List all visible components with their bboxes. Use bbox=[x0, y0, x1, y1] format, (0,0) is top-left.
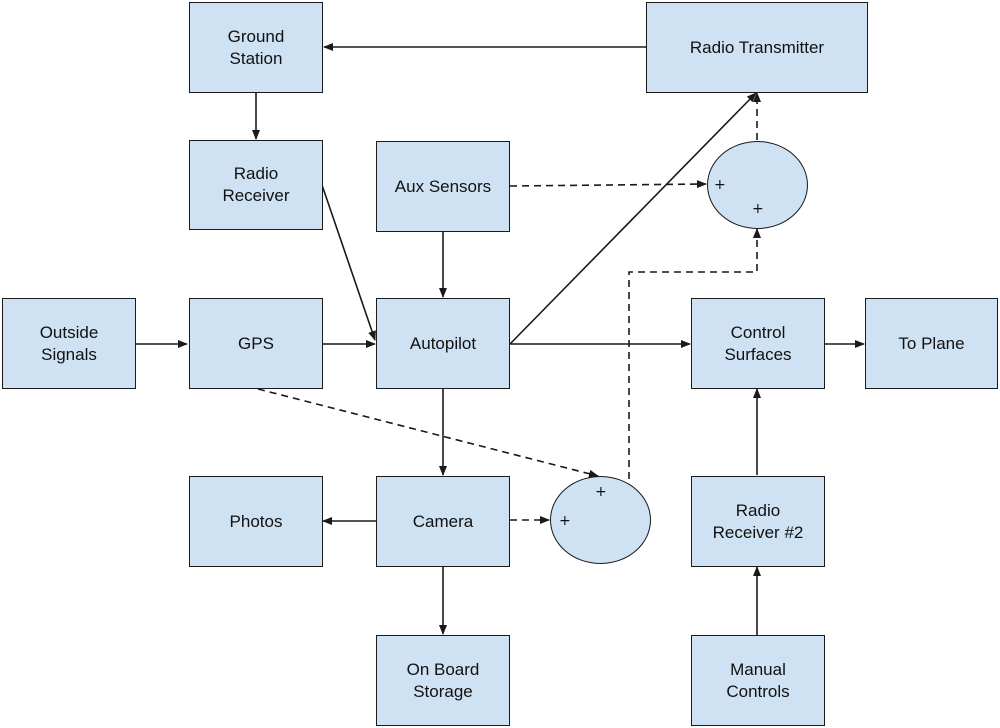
to-plane-label: To Plane bbox=[898, 333, 965, 353]
radio-receiver-2-label: Radio Receiver #2 bbox=[712, 500, 804, 542]
to-plane-box: To Plane bbox=[865, 298, 998, 389]
photos-label: Photos bbox=[229, 511, 283, 531]
lower-sum-plus-top: + bbox=[595, 484, 607, 500]
on-board-storage-box: On Board Storage bbox=[376, 635, 510, 726]
control-surfaces-label: Control Surfaces bbox=[724, 322, 792, 364]
on-board-storage-label: On Board Storage bbox=[406, 659, 480, 701]
radio-receiver-2-box: Radio Receiver #2 bbox=[691, 476, 825, 567]
autopilot-label: Autopilot bbox=[409, 333, 477, 353]
aux-sensors-label: Aux Sensors bbox=[394, 176, 492, 196]
radio-transmitter-box: Radio Transmitter bbox=[646, 2, 868, 93]
camera-label: Camera bbox=[412, 511, 474, 531]
ground-station-label: Ground Station bbox=[227, 26, 285, 68]
outside-signals-box: Outside Signals bbox=[2, 298, 136, 389]
photos-box: Photos bbox=[189, 476, 323, 567]
ground-station-box: Ground Station bbox=[189, 2, 323, 93]
radio-receiver-box: Radio Receiver bbox=[189, 140, 323, 230]
camera-box: Camera bbox=[376, 476, 510, 567]
edge-radio-receiver-to-autopilot bbox=[321, 184, 376, 341]
edge-aux-sensors-to-upper-sum bbox=[509, 180, 707, 189]
gps-label: GPS bbox=[238, 333, 274, 353]
edge-autopilot-to-radio-transmitter bbox=[509, 92, 757, 345]
control-surfaces-box: Control Surfaces bbox=[691, 298, 825, 389]
manual-controls-box: Manual Controls bbox=[691, 635, 825, 726]
lower-sum-plus-left: + bbox=[559, 513, 571, 529]
edge-lower-sum-to-upper-sum bbox=[628, 228, 761, 491]
aux-sensors-box: Aux Sensors bbox=[376, 141, 510, 232]
autopilot-box: Autopilot bbox=[376, 298, 510, 389]
upper-summing-junction: + + bbox=[707, 141, 808, 229]
radio-receiver-label: Radio Receiver bbox=[222, 164, 290, 205]
upper-sum-plus-bottom: + bbox=[752, 201, 764, 217]
upper-sum-plus-left: + bbox=[714, 177, 726, 193]
outside-signals-label: Outside Signals bbox=[39, 322, 99, 364]
edge-gps-to-lower-sum bbox=[257, 388, 599, 478]
gps-box: GPS bbox=[189, 298, 323, 389]
radio-transmitter-label: Radio Transmitter bbox=[689, 37, 825, 57]
manual-controls-label: Manual Controls bbox=[726, 659, 790, 701]
lower-summing-junction: + + bbox=[550, 476, 651, 564]
